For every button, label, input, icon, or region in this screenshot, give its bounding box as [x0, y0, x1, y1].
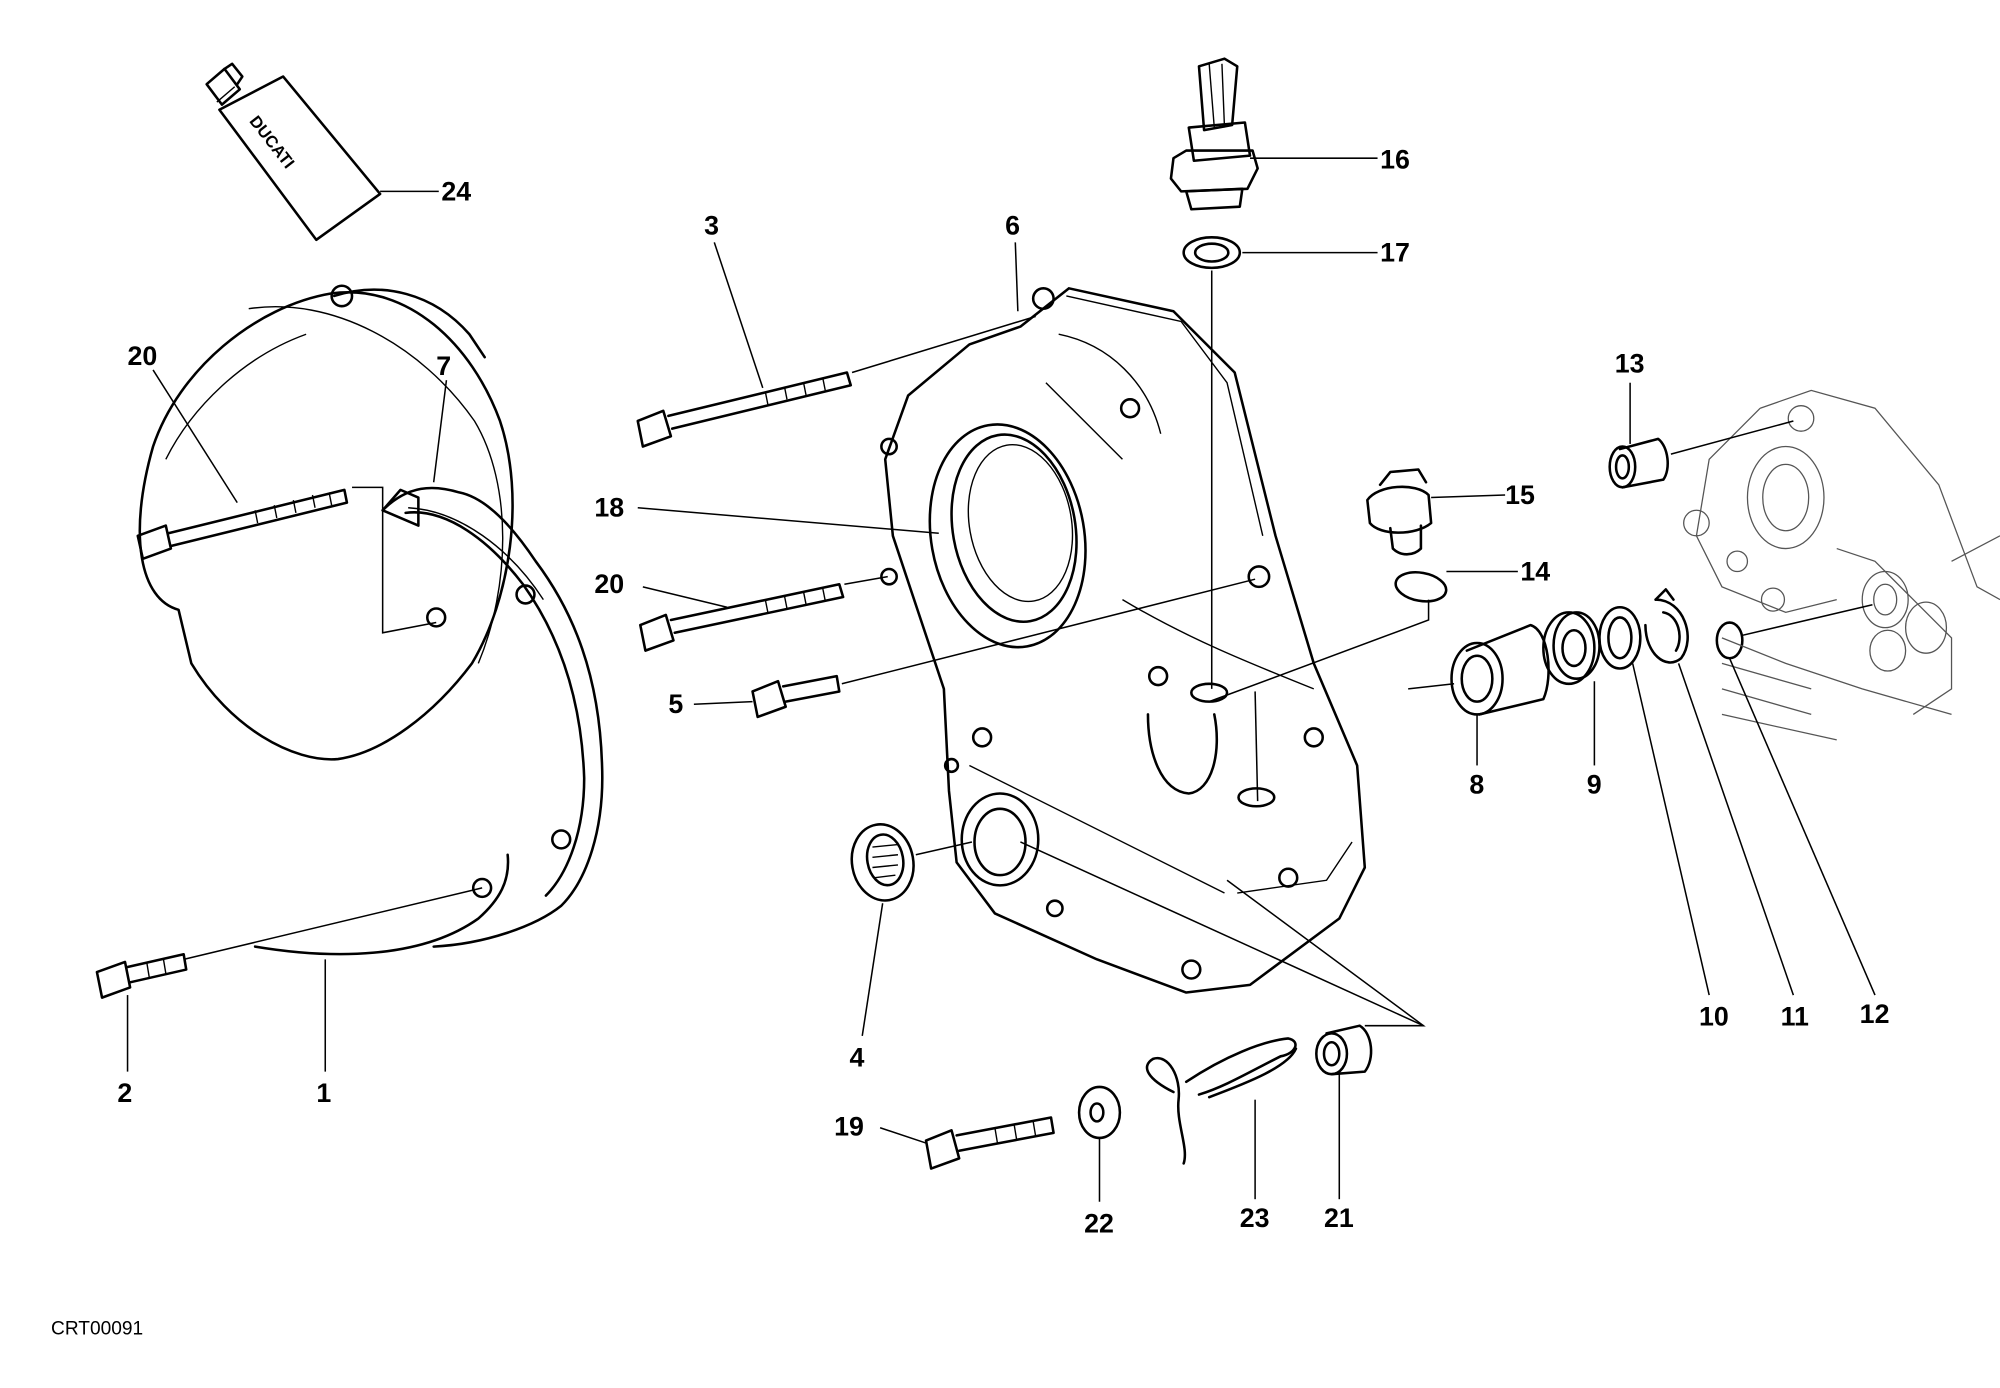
bolt-19	[924, 1116, 1055, 1170]
callout-12: 12	[1860, 999, 1890, 1029]
callout-22: 22	[1084, 1208, 1114, 1238]
callout-1: 1	[316, 1078, 331, 1108]
bearing-9	[1542, 611, 1601, 686]
clip-23	[1145, 1037, 1298, 1165]
cover-gasket	[381, 486, 604, 948]
callout-19: 19	[834, 1111, 864, 1141]
drawing-code: CRT00091	[51, 1318, 143, 1339]
grease-tube: DUCATI	[205, 62, 382, 242]
callout-20b: 20	[594, 569, 624, 599]
callout-4: 4	[849, 1043, 864, 1073]
temp-sensor	[1169, 57, 1259, 211]
callout-6: 6	[1005, 211, 1020, 241]
leader-lines	[126, 157, 1876, 1202]
callout-21: 21	[1324, 1203, 1354, 1233]
callout-11: 11	[1781, 1002, 1809, 1032]
washer-17	[1182, 236, 1242, 270]
tube-brand-text: DUCATI	[246, 112, 299, 172]
callout-17: 17	[1380, 238, 1410, 268]
oil-seal-4	[850, 823, 915, 902]
o-ring-14	[1394, 571, 1448, 603]
filler-plug	[1366, 468, 1433, 556]
crankcase-cover	[880, 287, 1367, 994]
callout-8: 8	[1469, 770, 1484, 800]
engine-block-background	[1683, 389, 2000, 741]
callout-13: 13	[1615, 349, 1645, 379]
bushing-21	[1315, 1024, 1373, 1076]
bolt-3	[636, 371, 853, 448]
callout-20a: 20	[128, 341, 158, 371]
callout-labels: 24 20 7 2 1 3 6 18 20 5 4 16 17 15 14 13…	[117, 144, 1889, 1238]
bolt-left-upper	[136, 488, 349, 561]
bolt-5	[751, 674, 841, 719]
callout-14: 14	[1520, 556, 1550, 586]
washer-22	[1077, 1085, 1122, 1140]
callout-7: 7	[436, 351, 451, 381]
callout-15: 15	[1505, 480, 1535, 510]
callout-16: 16	[1380, 144, 1410, 174]
callout-3: 3	[704, 211, 719, 241]
washer-17-inner	[1193, 242, 1230, 263]
circlip-11	[1644, 588, 1689, 664]
bolt-left-lower	[95, 952, 188, 999]
ring-10	[1598, 605, 1642, 670]
dowel-13	[1608, 437, 1669, 489]
bolt-20-right	[639, 583, 845, 652]
callout-9: 9	[1587, 770, 1602, 800]
callout-24: 24	[441, 176, 471, 206]
callout-2: 2	[117, 1078, 132, 1108]
callout-23: 23	[1240, 1203, 1270, 1233]
clutch-cover	[138, 284, 514, 956]
callout-10: 10	[1699, 1002, 1729, 1032]
bushing-8	[1450, 623, 1550, 716]
callout-18: 18	[594, 493, 624, 523]
callout-5: 5	[668, 689, 683, 719]
